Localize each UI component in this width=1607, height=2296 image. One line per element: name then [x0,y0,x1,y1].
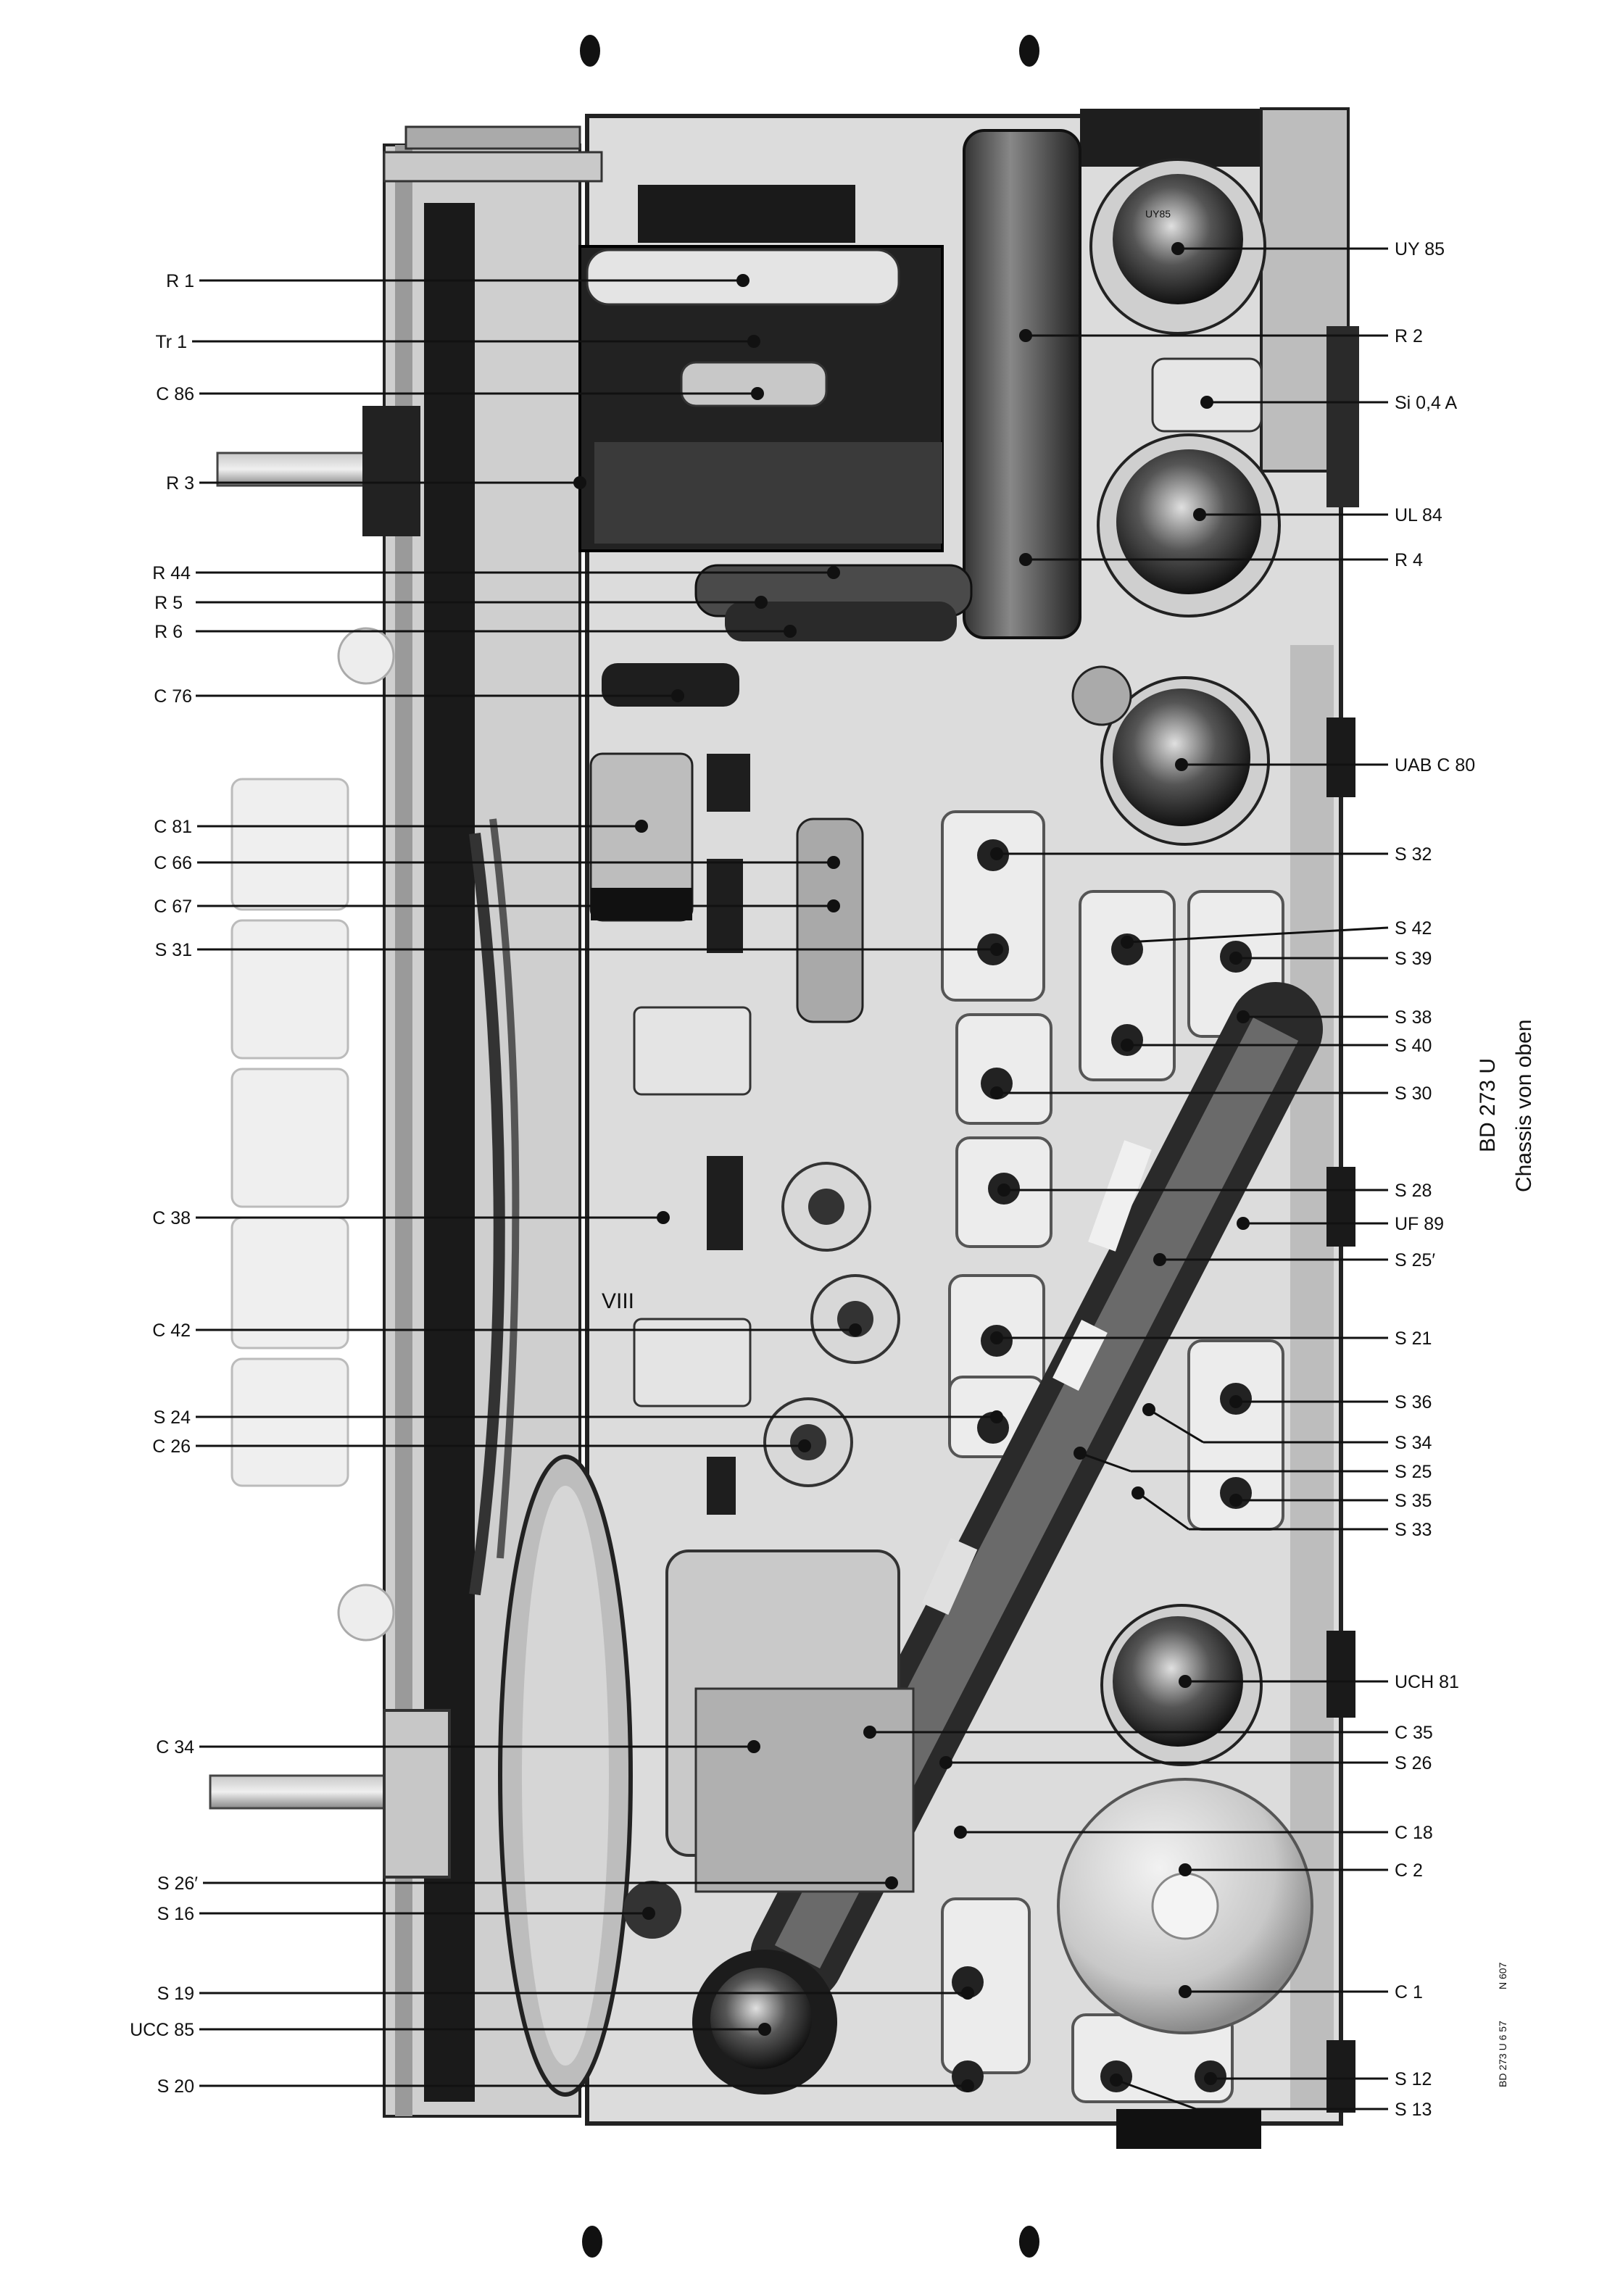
label-r4: R 4 [1395,550,1423,570]
right-leaders [870,247,1389,2110]
electrolytic-can [1057,1778,1313,2034]
label-r1: R 1 [166,271,194,291]
tube-ucc85 [692,1950,837,2095]
footer-code: BD 273 U 6 57 [1497,2021,1508,2087]
label-ul84: UL 84 [1395,505,1442,525]
label-c81: C 81 [154,817,192,837]
label-c2: C 2 [1395,1860,1423,1881]
side-title: BD 273 U Chassis von oben BD 273 U 6 57 … [1476,1020,1536,2087]
left-dots [573,274,1003,2092]
label-s19: S 19 [157,1984,194,2004]
fuse-holder [1151,357,1263,433]
badge-viii: VIII [602,1289,634,1313]
label-uy85: UY 85 [1395,239,1445,259]
label-si04a: Si 0,4 A [1395,393,1457,413]
label-s31: S 31 [155,940,192,960]
push-buttons [231,778,349,1487]
label-s32: S 32 [1395,844,1432,865]
label-s20: S 20 [157,2076,194,2097]
label-s30: S 30 [1395,1083,1432,1104]
label-c66: C 66 [154,853,192,873]
right-labels: UY 85 R 2 Si 0,4 A UL 84 R 4 UAB C 80 S … [1395,239,1475,2120]
footer-number: N 607 [1497,1962,1508,1989]
label-c18: C 18 [1395,1823,1433,1843]
label-s26-prime: S 26′ [157,1873,198,1894]
label-r44: R 44 [152,563,191,583]
svg-text:UY85: UY85 [1145,208,1171,220]
label-c1: C 1 [1395,1982,1423,2002]
label-r3: R 3 [166,473,194,494]
label-s21: S 21 [1395,1328,1432,1349]
label-c26: C 26 [152,1436,191,1457]
label-uabc80: UAB C 80 [1395,755,1475,775]
left-leaders [192,279,997,2087]
punch-holes [580,35,1039,2258]
chassis-photo: UY85 [209,107,1359,2149]
label-s33: S 33 [1395,1520,1432,1540]
label-s25: S 25 [1395,1462,1432,1482]
label-s13: S 13 [1395,2100,1432,2120]
label-c76: C 76 [154,686,192,707]
label-s12: S 12 [1395,2069,1432,2089]
label-s34: S 34 [1395,1433,1432,1453]
right-dots [863,242,1250,2087]
label-s16: S 16 [157,1904,194,1924]
label-r6: R 6 [154,622,183,642]
tube-ul84 [1097,433,1281,617]
label-r2: R 2 [1395,326,1423,346]
label-s39: S 39 [1395,949,1432,969]
left-labels: R 1 Tr 1 C 86 R 3 R 44 R 5 R 6 C 76 C 81… [130,271,198,2097]
label-s28: S 28 [1395,1181,1432,1201]
label-s26: S 26 [1395,1753,1432,1773]
label-tr1: Tr 1 [155,332,187,352]
label-ucc85: UCC 85 [130,2020,194,2040]
label-c67: C 67 [154,897,192,917]
label-uf89: UF 89 [1395,1214,1444,1234]
label-uch81: UCH 81 [1395,1672,1459,1692]
label-c35: C 35 [1395,1723,1433,1743]
label-s24: S 24 [154,1407,191,1428]
label-s25-prime: S 25′ [1395,1250,1435,1270]
page-subtitle: Chassis von oben [1512,1020,1536,1192]
label-c42: C 42 [152,1320,191,1341]
label-s40: S 40 [1395,1036,1432,1056]
label-c86: C 86 [156,384,194,404]
label-r5: R 5 [154,593,183,613]
label-s36: S 36 [1395,1392,1432,1413]
label-s38: S 38 [1395,1007,1432,1028]
label-c34: C 34 [156,1737,194,1758]
label-s35: S 35 [1395,1491,1432,1511]
label-s42: S 42 [1395,918,1432,939]
page-title: BD 273 U [1476,1058,1500,1152]
label-c38: C 38 [152,1208,191,1228]
